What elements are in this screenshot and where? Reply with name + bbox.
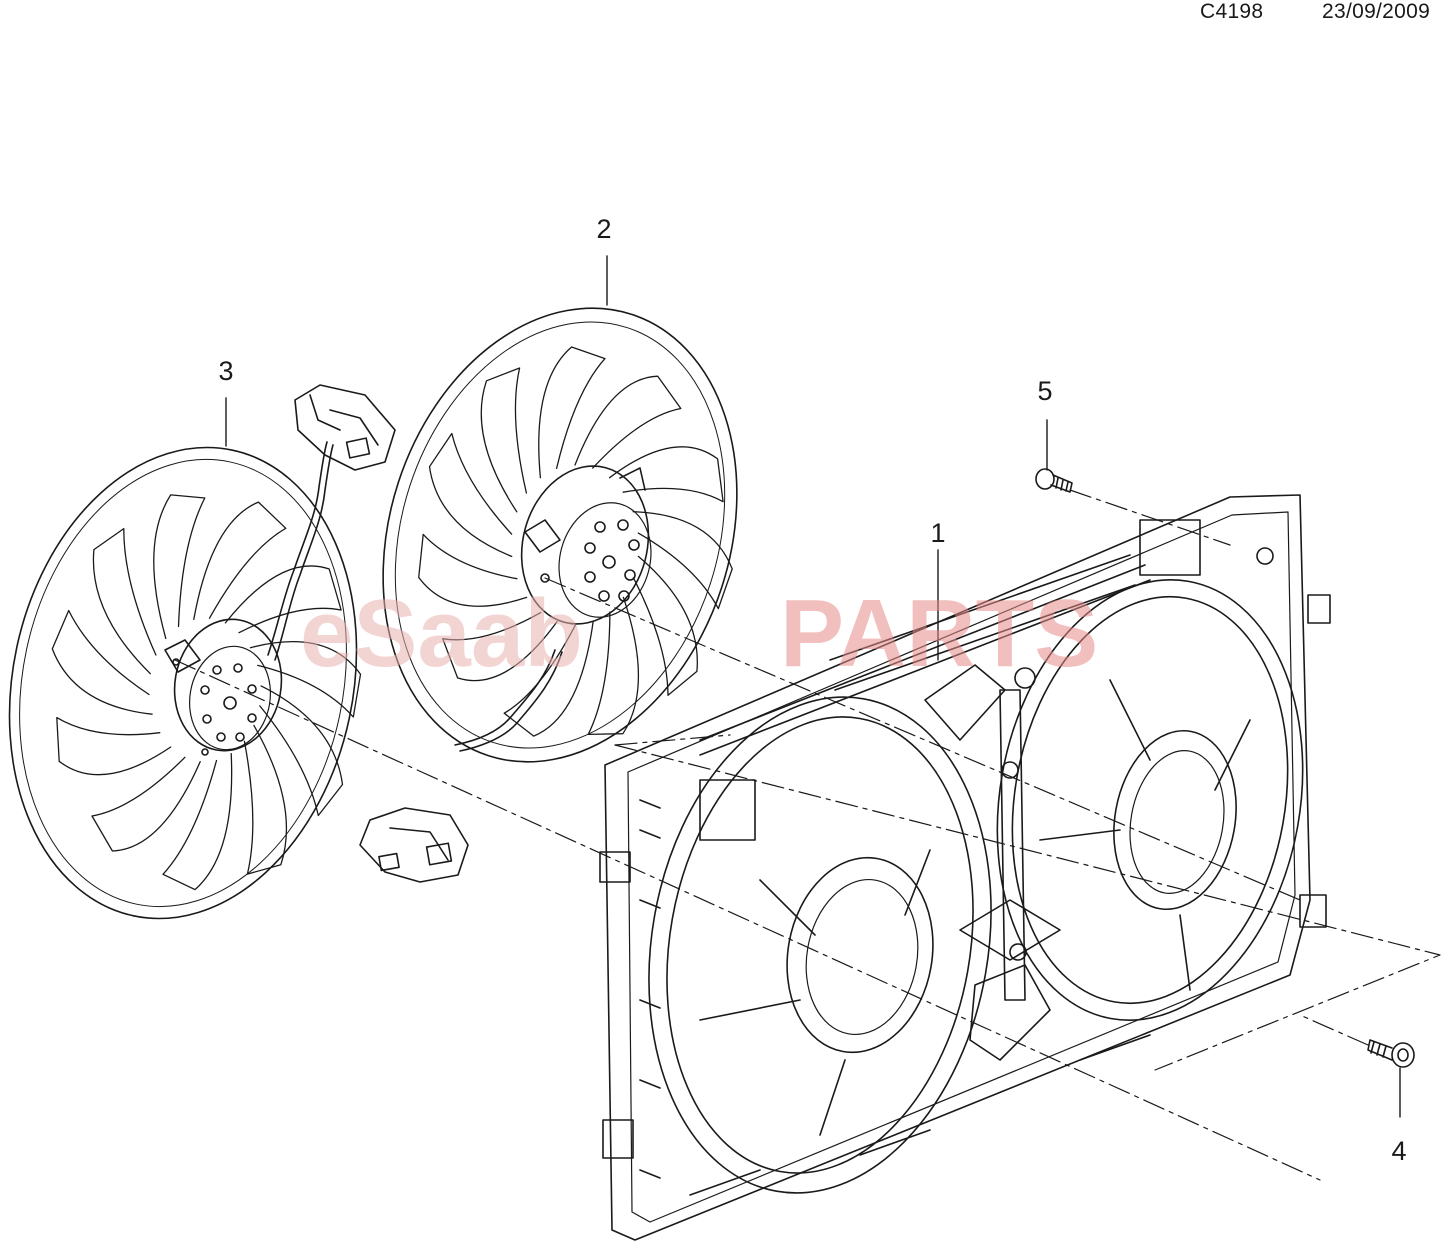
callout-4: 4 bbox=[1391, 1136, 1406, 1166]
esaabparts-watermark: eSaab PARTS bbox=[300, 580, 1098, 687]
fan-2[interactable] bbox=[327, 262, 794, 883]
fan-blade bbox=[56, 716, 172, 776]
fan-blade bbox=[574, 375, 682, 469]
callout-numbers: 1 2 3 4 5 bbox=[218, 214, 1406, 1166]
callout-1: 1 bbox=[930, 518, 945, 548]
fan-blade bbox=[224, 565, 342, 634]
fan-3[interactable] bbox=[0, 384, 399, 951]
screw-4[interactable] bbox=[1367, 1039, 1415, 1068]
screw-5[interactable] bbox=[1035, 468, 1073, 493]
fan-blade bbox=[51, 609, 153, 715]
fan-blade bbox=[632, 511, 733, 610]
diagram-date: 23/09/2009 bbox=[1322, 0, 1431, 23]
fan-blade bbox=[503, 621, 594, 737]
fan-blade bbox=[480, 367, 528, 513]
callout-leader-lines bbox=[225, 255, 1401, 1118]
fan-blade bbox=[418, 533, 528, 607]
fan-blade bbox=[442, 611, 558, 682]
fan-blade bbox=[538, 346, 606, 479]
fan-blade bbox=[91, 756, 201, 852]
fan-blade bbox=[428, 432, 513, 558]
watermark-text-1: eSaab bbox=[300, 580, 583, 687]
fan-blade bbox=[153, 494, 206, 640]
assembly-axis-lines bbox=[174, 489, 1441, 1181]
fan-blade bbox=[243, 724, 288, 875]
diagram-code: C4198 bbox=[1200, 0, 1264, 23]
callout-2: 2 bbox=[596, 214, 611, 244]
fan-blade bbox=[587, 596, 640, 736]
watermark-text-2: PARTS bbox=[780, 580, 1098, 687]
fan-blade bbox=[92, 527, 157, 675]
fan-blade bbox=[608, 446, 724, 503]
fan-blade bbox=[162, 753, 233, 891]
callout-5: 5 bbox=[1037, 376, 1052, 406]
callout-3: 3 bbox=[218, 356, 233, 386]
fan-blade bbox=[632, 555, 698, 696]
fan-blade bbox=[193, 501, 287, 621]
fan-blade bbox=[259, 685, 344, 817]
fan-shroud-1[interactable] bbox=[599, 494, 1336, 1241]
fan-blade bbox=[249, 641, 362, 718]
